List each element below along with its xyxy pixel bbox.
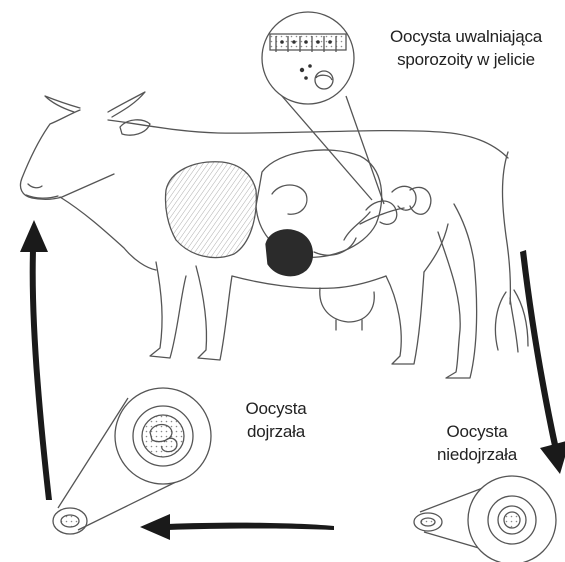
label-line: Oocysta uwalniająca	[376, 25, 556, 48]
cow-intestine-loops	[366, 186, 431, 224]
cow-lung	[165, 162, 256, 258]
arrow-head	[20, 220, 48, 252]
cow-nostril	[28, 184, 42, 188]
sporozoite	[300, 68, 304, 72]
label-line: Oocysta	[226, 397, 326, 420]
cow-liver	[266, 230, 312, 276]
immature-oocyst	[414, 476, 556, 562]
inset-circle	[262, 12, 354, 104]
label-immature-oocyst: Oocysta niedojrzała	[417, 420, 537, 466]
cow-belly	[232, 276, 386, 288]
label-line: dojrzała	[226, 420, 326, 443]
nucleus	[292, 40, 296, 44]
nucleus	[316, 40, 320, 44]
cow-neck	[60, 197, 156, 270]
arrow-head	[140, 514, 170, 540]
oocyst-small-inner	[61, 515, 79, 527]
cow-front-leg	[150, 262, 186, 358]
label-line: Oocysta	[417, 420, 537, 443]
cow-illustration	[20, 92, 528, 378]
cow-horn	[45, 96, 80, 112]
arrow-head	[540, 440, 565, 474]
cow-flank-line	[424, 224, 448, 272]
cow-tail-switch	[495, 290, 528, 352]
oocyst-zoom-core	[504, 512, 520, 528]
cow-head	[20, 110, 114, 199]
nucleus	[280, 40, 284, 44]
label-line: sporozoity w jelicie	[376, 48, 556, 71]
arrow-tail-to-immature	[520, 250, 558, 446]
cow-abomasum	[272, 185, 307, 214]
cow-hind-leg	[438, 204, 477, 378]
zoom-line	[275, 88, 372, 200]
arrow-mature-to-cow	[30, 250, 52, 500]
nucleus	[304, 40, 308, 44]
cow-front-leg	[196, 266, 232, 360]
cow-udder	[320, 288, 374, 322]
cow-intestine	[314, 212, 370, 255]
mature-oocyst	[53, 388, 211, 534]
label-mature-oocyst: Oocysta dojrzała	[226, 397, 326, 443]
sporozoite	[308, 64, 312, 68]
cow-hind-leg	[386, 272, 424, 364]
sporozoite	[304, 76, 308, 80]
cow-horn	[108, 92, 145, 117]
zoom-line	[346, 96, 384, 204]
label-line: niedojrzała	[417, 443, 537, 466]
cow-tail	[503, 152, 511, 304]
oocyst-small-inner	[421, 518, 435, 526]
nucleus	[328, 40, 332, 44]
label-sporozoite-release: Oocysta uwalniająca sporozoity w jelicie	[376, 25, 556, 71]
intestine-inset	[262, 12, 384, 204]
arrow-immature-to-mature	[168, 523, 334, 530]
